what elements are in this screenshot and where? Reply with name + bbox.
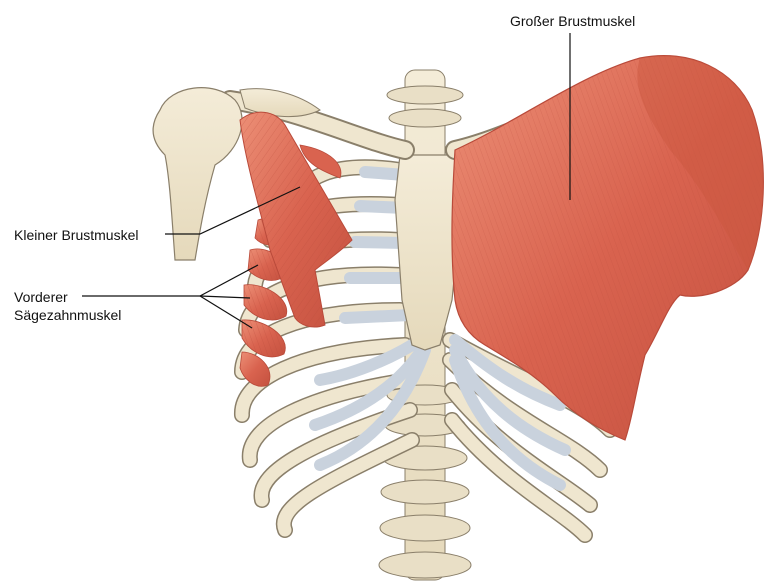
leader-line-saege-3 <box>199 295 253 329</box>
shoulder-bone <box>152 87 321 261</box>
label-grosser-brustmuskel: Großer Brustmuskel <box>510 13 636 29</box>
label-kleiner-brustmuskel: Kleiner Brustmuskel <box>14 227 139 243</box>
pectoralis-minor-muscle <box>239 111 353 328</box>
leader-line-kleiner-brustmuskel <box>165 186 301 235</box>
label-vorderer: Vorderer <box>14 289 68 305</box>
leader-line-saege-1 <box>199 264 259 297</box>
leader-lines <box>82 33 571 329</box>
leader-line-saege-2 <box>199 295 251 299</box>
pectoralis-major-muscle <box>451 55 764 441</box>
label-saegezahnmuskel: Sägezahnmuskel <box>14 307 122 323</box>
